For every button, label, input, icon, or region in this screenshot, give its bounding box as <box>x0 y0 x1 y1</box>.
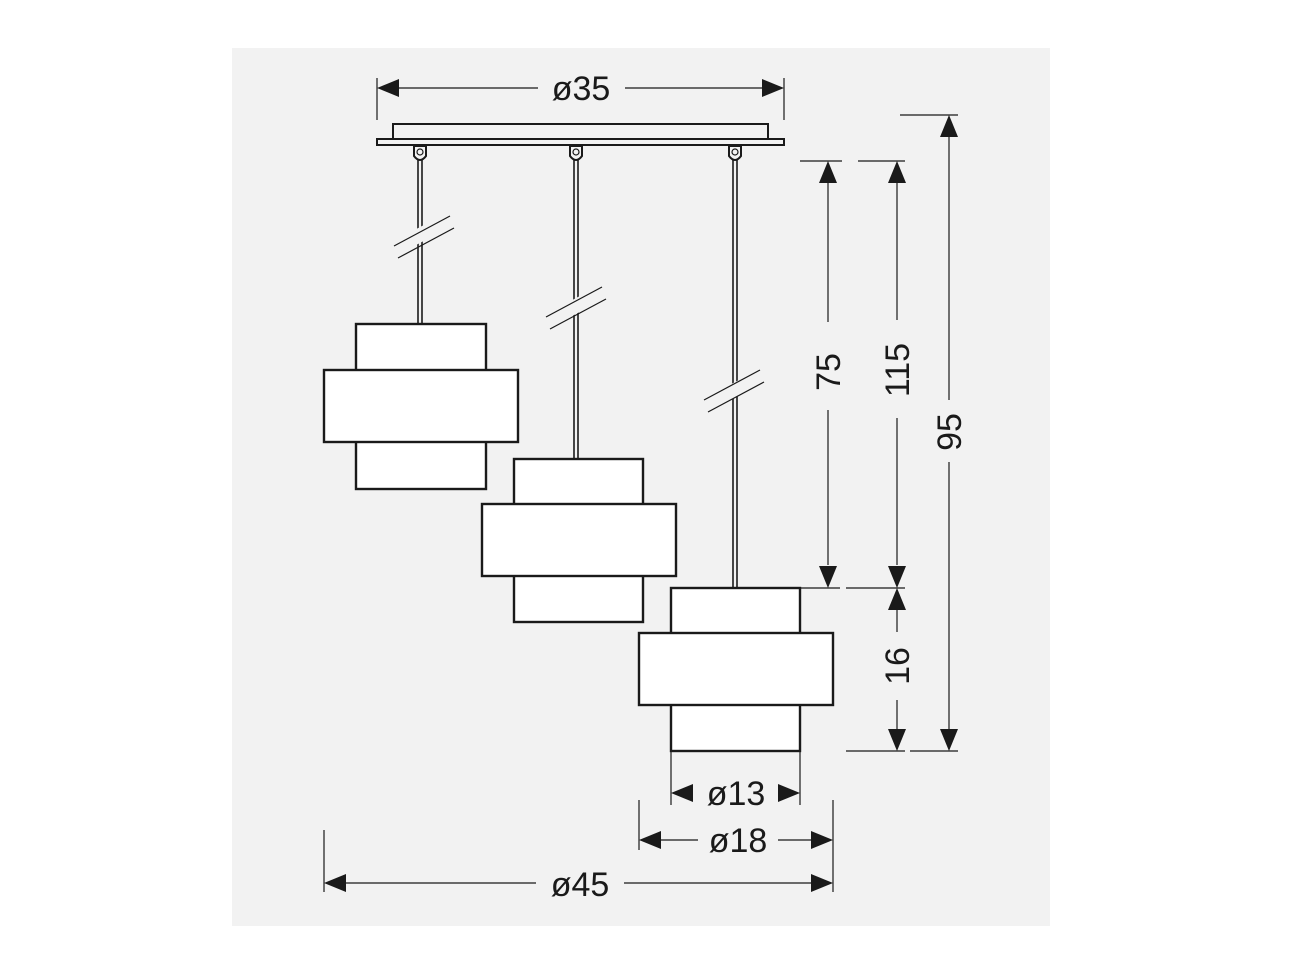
label-overall-height: 95 <box>931 413 969 451</box>
dimension-overall-width <box>323 800 834 892</box>
dimension-overall-height <box>900 114 958 752</box>
dimension-shade-height <box>846 587 906 752</box>
cord-middle <box>545 160 607 459</box>
label-shade-height: 16 <box>879 647 917 685</box>
label-canopy-width: ø35 <box>552 70 611 108</box>
dimension-canopy-width <box>376 78 785 120</box>
label-overall-width: ø45 <box>551 866 610 904</box>
lamp-shade-right <box>637 586 835 753</box>
label-outer-diameter: ø18 <box>709 822 768 860</box>
dimension-inner-diameter <box>670 752 801 805</box>
cord-right <box>703 160 765 588</box>
label-max-height: 115 <box>879 343 917 397</box>
lamp-shade-left <box>322 322 520 491</box>
cord-mount-middle <box>569 145 583 161</box>
cord-mount-right <box>728 145 742 161</box>
label-inner-diameter: ø13 <box>707 775 766 813</box>
lamp-shade-middle <box>480 457 678 624</box>
dimension-outer-diameter <box>638 800 833 850</box>
label-cord-length: 75 <box>810 353 848 391</box>
cord-mount-left <box>413 145 427 161</box>
dimension-cord-length <box>800 160 842 589</box>
dimension-max-height <box>858 160 906 588</box>
cord-left <box>393 160 455 324</box>
